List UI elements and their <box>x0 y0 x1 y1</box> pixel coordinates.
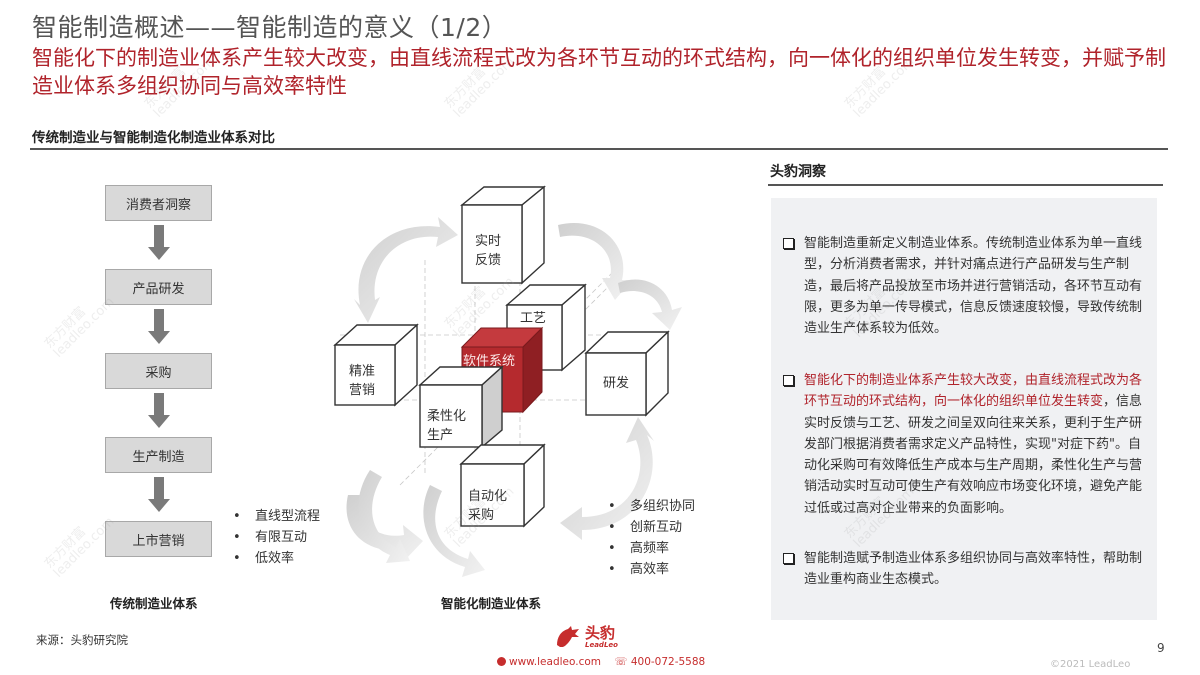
label-line: 精准 <box>349 364 376 379</box>
page-number: 9 <box>1157 641 1165 655</box>
insight-title: 头豹洞察 <box>770 164 826 180</box>
checkbox-bullet-icon <box>783 375 794 386</box>
phone-number: 400-072-5588 <box>630 656 706 668</box>
cube-label-flexible-production: 柔性化 生产 <box>427 407 466 445</box>
smart-caption: 智能化制造业体系 <box>441 596 542 611</box>
section-title: 传统制造业与智能制造化制造业体系对比 <box>32 130 275 146</box>
label-line: 采购 <box>468 508 495 523</box>
footer-contact: www.leadleo.com ☏ 400-072-5588 <box>497 656 705 668</box>
label-line: 柔性化 <box>427 409 467 424</box>
cube-automated-procurement <box>459 443 546 528</box>
label-line: 生产 <box>427 428 454 443</box>
arrow-down-icon <box>148 225 170 260</box>
arrow-down-icon <box>148 309 170 344</box>
phone-icon: ☏ <box>614 656 628 668</box>
cube-realtime-feedback <box>460 185 546 285</box>
traditional-traits-list: 直线型流程 有限互动 低效率 <box>233 506 320 569</box>
cube-label-automated-procurement: 自动化 采购 <box>468 487 507 525</box>
browser-icon <box>497 657 506 666</box>
insight-item: 智能制造赋予制造业体系多组织协同与高效率特性，帮助制造业重构商业生态模式。 <box>783 548 1151 591</box>
logo-text-en: LeadLeo <box>585 640 618 649</box>
trait-item: 多组织协同 <box>608 496 695 517</box>
insight-item: 智能化下的制造业体系产生较大改变，由直线流程式改为各环节互动的环式结构，向一体化… <box>783 370 1151 519</box>
label-line: 自动化 <box>468 489 508 504</box>
copyright: ©2021 LeadLeo <box>1050 659 1131 670</box>
cube-label-precision-marketing: 精准 营销 <box>349 362 375 400</box>
page-subtitle: 智能化下的制造业体系产生较大改变，由直线流程式改为各环节互动的环式结构，向一体化… <box>32 46 1166 98</box>
insight-text: 智能制造重新定义制造业体系。传统制造业体系为单一直线型，分析消费者需求，并针对痛… <box>804 236 1143 337</box>
cube-flexible-production <box>418 365 504 449</box>
arrow-down-icon <box>148 477 170 512</box>
cube-rnd <box>584 330 670 417</box>
label-line: 反馈 <box>475 253 502 268</box>
insight-text: 智能制造赋予制造业体系多组织协同与高效率特性，帮助制造业重构商业生态模式。 <box>804 551 1143 588</box>
smart-traits-list: 多组织协同 创新互动 高频率 高效率 <box>608 496 695 580</box>
website-link[interactable]: www.leadleo.com <box>509 656 601 668</box>
cube-label-process: 工艺 <box>520 311 547 326</box>
cycle-arrow <box>354 217 458 323</box>
checkbox-bullet-icon <box>783 553 794 564</box>
trait-item: 直线型流程 <box>233 506 320 527</box>
arrow-down-icon <box>148 393 170 428</box>
trait-item: 高效率 <box>608 559 695 580</box>
flow-step-marketing: 上市营销 <box>105 521 212 557</box>
trait-item: 创新互动 <box>608 517 695 538</box>
section-divider <box>30 148 1168 150</box>
cube-label-rnd: 研发 <box>603 376 630 391</box>
watermark-line: 东方财富 <box>41 524 90 572</box>
trait-item: 有限互动 <box>233 527 320 548</box>
trait-item: 低效率 <box>233 548 320 569</box>
insight-text: ，信息实时反馈与工艺、研发之间呈双向往来关系，更利于生产研发部门根据消费者需求定… <box>804 394 1143 516</box>
insight-divider <box>768 184 1163 186</box>
insight-panel: 智能制造重新定义制造业体系。传统制造业体系为单一直线型，分析消费者需求，并针对痛… <box>771 198 1157 620</box>
traditional-caption: 传统制造业体系 <box>110 596 198 611</box>
logo-text-cn: 头豹 <box>585 623 616 642</box>
leopard-logo-icon <box>557 626 579 647</box>
cube-label-software-system: 软件系统 <box>463 354 516 369</box>
watermark-line: 东方财富 <box>41 304 90 352</box>
cube-label-realtime-feedback: 实时 反馈 <box>475 232 501 270</box>
cube-precision-marketing <box>333 323 419 407</box>
leadleo-logo: 头豹 LeadLeo <box>555 625 618 649</box>
flow-step-procurement: 采购 <box>105 353 212 389</box>
flow-step-product-rnd: 产品研发 <box>105 269 212 305</box>
source-note: 来源：头豹研究院 <box>36 633 128 647</box>
insight-highlight: 智能化下的制造业体系产生较大改变，由直线流程式改为各环节互动的环式结构，向一体化… <box>804 373 1143 410</box>
smart-manufacturing-diagram: 实时 反馈 工艺 软件系统 精准 营销 研发 柔性化 生产 自动化 采购 <box>320 185 700 605</box>
label-line: 实时 <box>475 234 502 249</box>
page-title: 智能制造概述——智能制造的意义（1/2） <box>32 13 508 42</box>
checkbox-bullet-icon <box>783 238 794 249</box>
cube-diagram-graphic <box>333 185 682 577</box>
label-line: 营销 <box>349 383 376 398</box>
trait-item: 高频率 <box>608 538 695 559</box>
flow-step-manufacturing: 生产制造 <box>105 437 212 473</box>
flow-step-consumer-insight: 消费者洞察 <box>105 185 212 221</box>
insight-item: 智能制造重新定义制造业体系。传统制造业体系为单一直线型，分析消费者需求，并针对痛… <box>783 233 1151 339</box>
